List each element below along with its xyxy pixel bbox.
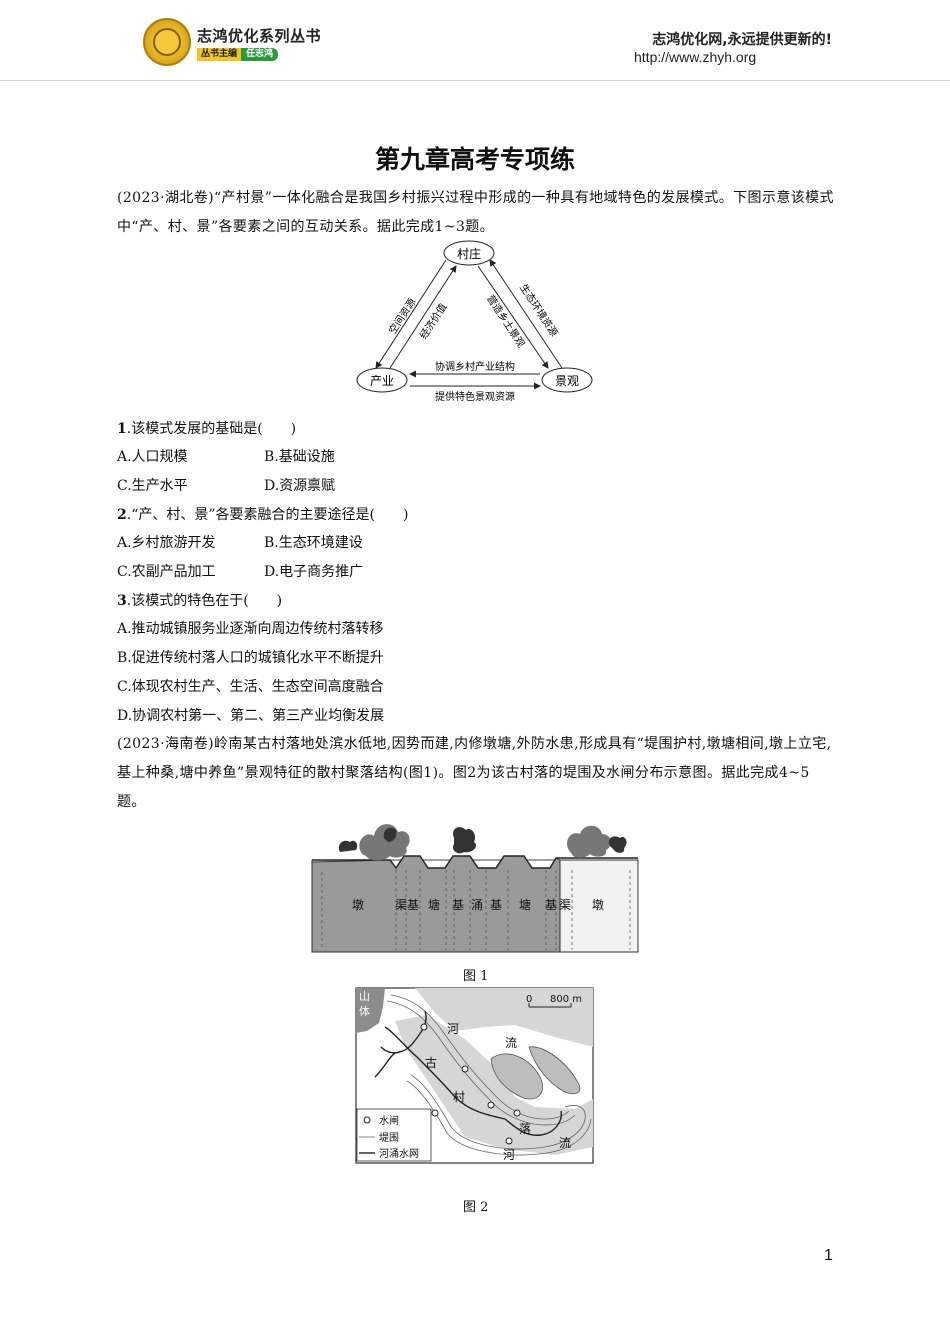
fig1-label-ji-1: 基 <box>407 898 419 912</box>
fig2-scale-distance: 800 m <box>550 994 582 1005</box>
fig2-label-mountain-2: 体 <box>359 1004 370 1018</box>
question-1-option-d[interactable]: D.资源禀赋 <box>264 478 336 494</box>
legend-sluice: 水闸 <box>379 1114 399 1127</box>
label-rural-landscape: 营造乡土景观 <box>484 292 528 349</box>
fig1-label-ji-2: 基 <box>452 898 464 912</box>
label-coordinate-industry: 协调乡村产业结构 <box>435 360 515 373</box>
node-industry: 产业 <box>370 374 394 388</box>
fig2-label-river-4: 河 <box>503 1148 515 1162</box>
fig2-label-river-2: 流 <box>505 1036 517 1050</box>
fig1-label-tang-left: 塘 <box>428 897 440 912</box>
page-title: 第九章高考专项练 <box>374 145 575 174</box>
fig1-label-ji-4: 基 <box>545 898 557 912</box>
question-3-option-c[interactable]: C.体现农村生产、生活、生态空间高度融合 <box>117 679 384 695</box>
page-number: 1 <box>824 1247 833 1264</box>
question-1-option-c[interactable]: C.生产水平 <box>117 478 188 494</box>
node-village: 村庄 <box>457 246 481 261</box>
figure-1-cross-section: 墩 渠 基 塘 基 涌 基 塘 基 渠 墩 <box>311 824 639 953</box>
intro-paragraph-1: (2023·湖北卷)“产村景”一体化融合是我国乡村振兴过程中形成的一种具有地域特… <box>117 190 834 235</box>
fig1-label-dun-left: 墩 <box>352 898 364 912</box>
legend-dike: 堤围 <box>379 1132 399 1144</box>
question-2-stem: .“产、村、景”各要素融合的主要途径是( ) <box>126 507 409 523</box>
label-provide-landscape: 提供特色景观资源 <box>435 390 515 403</box>
header-divider <box>0 80 950 81</box>
brand-editor: 丛书主编 任志鸿 <box>197 48 279 61</box>
label-economic-value: 经济价值 <box>417 301 450 342</box>
figure-2-caption: 图 2 <box>463 1200 489 1215</box>
header-slogan: 志鸿优化网,永远提供更新的! <box>652 32 832 48</box>
diagram-chan-cun-jing: 村庄 产业 景观 空间资源 经济价值 生态环境资源 营造乡土景观 协调乡村产业结… <box>356 240 593 403</box>
figure-2-map: 山 体 河 流 古 村 落 流 河 0 800 m 水闸 堤围 河涌水网 <box>355 987 594 1164</box>
question-1-number: 1 <box>117 421 127 437</box>
fig1-label-tang-right: 塘 <box>519 897 531 912</box>
question-2-option-d[interactable]: D.电子商务推广 <box>264 564 364 580</box>
fig1-label-ji-3: 基 <box>490 898 502 912</box>
figure-1-caption: 图 1 <box>463 969 489 984</box>
question-3-option-d[interactable]: D.协调农村第一、第二、第三产业均衡发展 <box>117 708 385 724</box>
fig2-label-river-3: 流 <box>559 1136 571 1150</box>
fig2-scale-zero: 0 <box>526 994 532 1005</box>
page-header: 志鸿优化系列丛书 丛书主编 任志鸿 志鸿优化网,永远提供更新的! http://… <box>0 0 950 80</box>
question-2-option-c[interactable]: C.农副产品加工 <box>117 564 216 580</box>
fig1-label-dun-right: 墩 <box>592 898 604 912</box>
question-3-option-b[interactable]: B.促进传统村落人口的城镇化水平不断提升 <box>117 650 384 666</box>
question-1-option-a[interactable]: A.人口规模 <box>117 449 188 465</box>
fig2-label-mountain-1: 山 <box>359 990 370 1003</box>
intro-paragraph-2: (2023·海南卷)岭南某古村落地处滨水低地,因势而建,内修墩塘,外防水患,形成… <box>117 736 832 810</box>
brand-logo <box>143 18 191 66</box>
fig1-label-qu-right: 渠 <box>559 898 571 912</box>
brand-title: 志鸿优化系列丛书 <box>197 27 322 45</box>
question-2-option-b[interactable]: B.生态环境建设 <box>264 535 363 551</box>
fig2-label-village-2: 村 <box>453 1090 465 1104</box>
brand-editor-name: 任志鸿 <box>241 48 279 61</box>
question-2-number: 2 <box>117 507 127 523</box>
question-3-option-a[interactable]: A.推动城镇服务业逐渐向周边传统村落转移 <box>117 621 384 637</box>
fig2-label-river-1: 河 <box>447 1022 459 1036</box>
label-space-resource: 空间资源 <box>386 296 419 337</box>
question-1: 1.该模式发展的基础是( ) <box>117 419 296 439</box>
question-3-number: 3 <box>117 593 127 609</box>
question-1-option-b[interactable]: B.基础设施 <box>264 449 335 465</box>
question-3: 3.该模式的特色在于( ) <box>117 591 282 611</box>
fig2-label-village-3: 落 <box>519 1122 531 1136</box>
question-3-stem: .该模式的特色在于( ) <box>126 593 283 609</box>
brand-editor-label: 丛书主编 <box>197 48 242 61</box>
question-2: 2.“产、村、景”各要素融合的主要途径是( ) <box>117 505 408 525</box>
question-2-option-a[interactable]: A.乡村旅游开发 <box>117 535 216 551</box>
header-url[interactable]: http://www.zhyh.org <box>634 49 757 65</box>
fig1-label-chong: 涌 <box>471 898 483 912</box>
node-landscape: 景观 <box>555 374 579 388</box>
fig1-label-qu-left: 渠 <box>395 898 407 912</box>
fig2-label-village-1: 古 <box>425 1055 437 1070</box>
legend-river-network: 河涌水网 <box>379 1148 419 1160</box>
question-1-stem: .该模式发展的基础是( ) <box>126 421 297 437</box>
